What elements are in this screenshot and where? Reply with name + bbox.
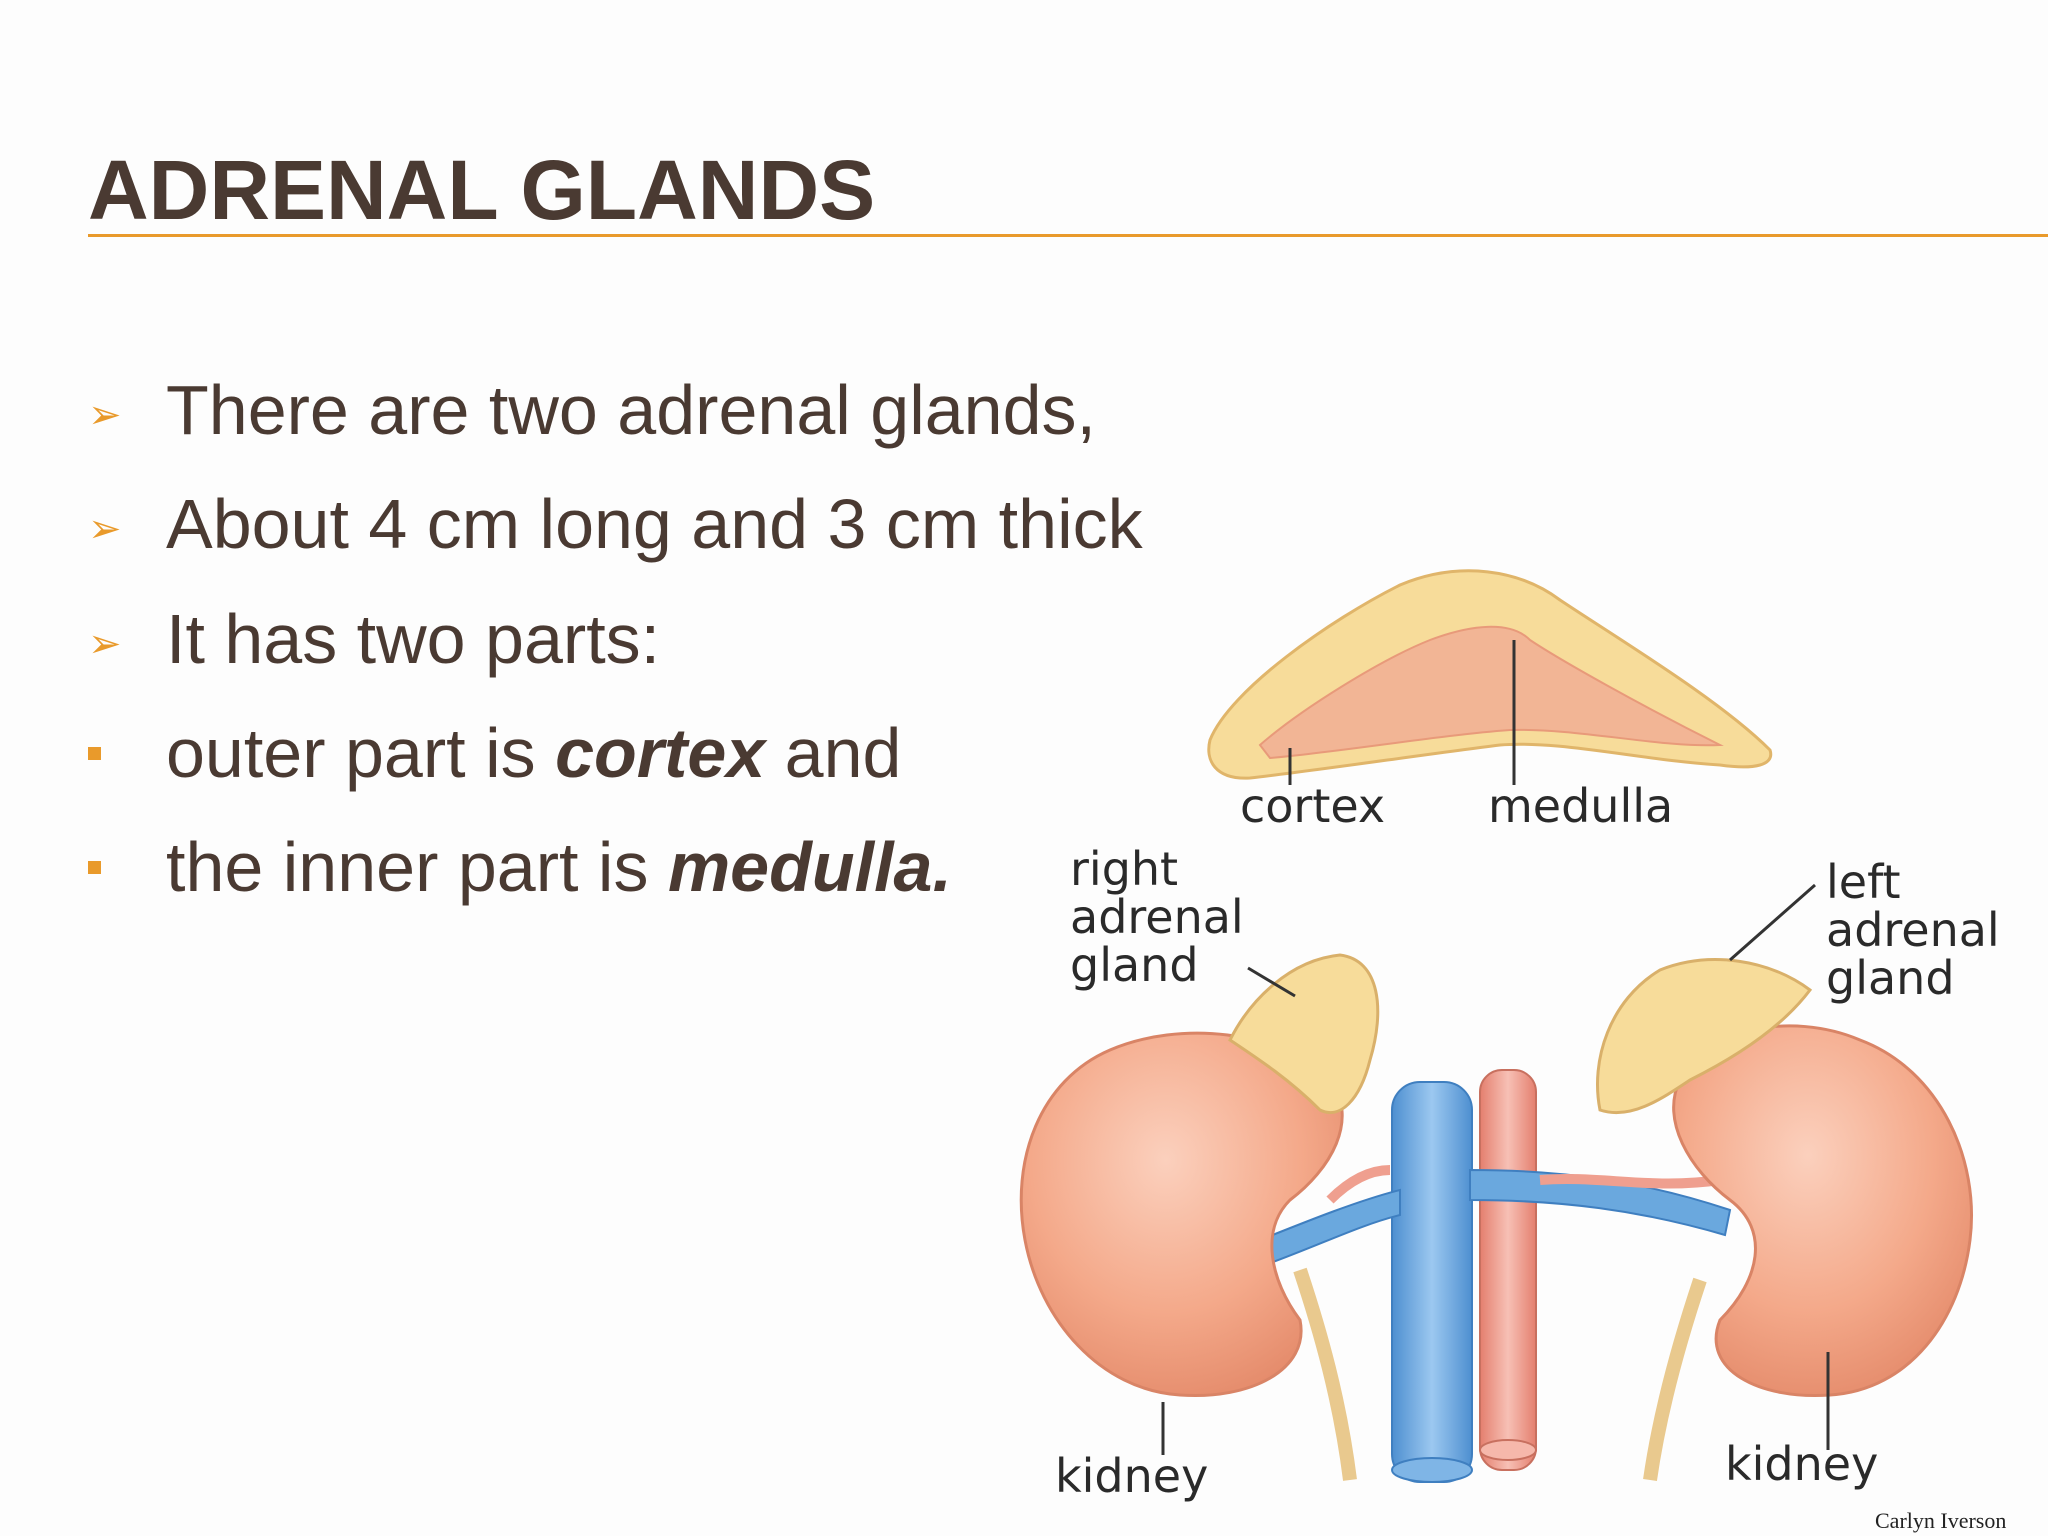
label-medulla: medulla xyxy=(1488,779,1673,833)
square-bullet-icon xyxy=(88,861,101,874)
bullet-suffix: and xyxy=(765,714,902,792)
arrow-bullet-icon: ➢ xyxy=(88,507,122,551)
adrenal-glands xyxy=(1228,953,1813,1115)
bullet-emphasis-cortex: cortex xyxy=(555,714,766,792)
bullet-text: About 4 cm long and 3 cm thick xyxy=(166,485,1143,563)
label-right-gland-3: gland xyxy=(1070,938,1199,992)
bullet-prefix: outer part is xyxy=(166,714,556,792)
label-kidney-right-side: kidney xyxy=(1055,1449,1208,1503)
illustration-credit: Carlyn Iverson xyxy=(1875,1508,2006,1533)
kidneys xyxy=(1019,1024,1973,1481)
slide-title: ADRENAL GLANDS xyxy=(88,143,876,237)
bullet-text: It has two parts: xyxy=(166,600,661,678)
adrenal-gland-illustration: cortex medulla right adrenal gland left … xyxy=(1019,569,2006,1533)
label-right-gland-2: adrenal xyxy=(1070,890,1244,944)
square-bullet-icon xyxy=(88,747,101,760)
label-leader-lines xyxy=(1161,883,1830,1455)
bullet-emphasis-medulla: medulla. xyxy=(667,828,952,906)
blood-vessels xyxy=(1258,1069,1732,1483)
arrow-bullet-icon: ➢ xyxy=(88,622,122,666)
label-right-gland-1: right xyxy=(1070,842,1178,896)
label-cortex: cortex xyxy=(1240,779,1385,833)
bullet-prefix: the inner part is xyxy=(166,828,668,906)
label-kidney-left-side: kidney xyxy=(1725,1437,1878,1491)
label-left-gland-2: adrenal xyxy=(1826,903,2000,957)
bullet-text: outer part is cortex and xyxy=(166,718,901,788)
bullet-text: There are two adrenal glands, xyxy=(166,371,1096,449)
gland-cross-section xyxy=(1207,569,1773,785)
label-left-gland-1: left xyxy=(1826,855,1901,909)
arrow-bullet-icon: ➢ xyxy=(88,393,122,437)
bullet-text: the inner part is medulla. xyxy=(166,832,952,902)
label-left-gland-3: gland xyxy=(1826,951,1955,1005)
title-underline xyxy=(88,234,2048,237)
